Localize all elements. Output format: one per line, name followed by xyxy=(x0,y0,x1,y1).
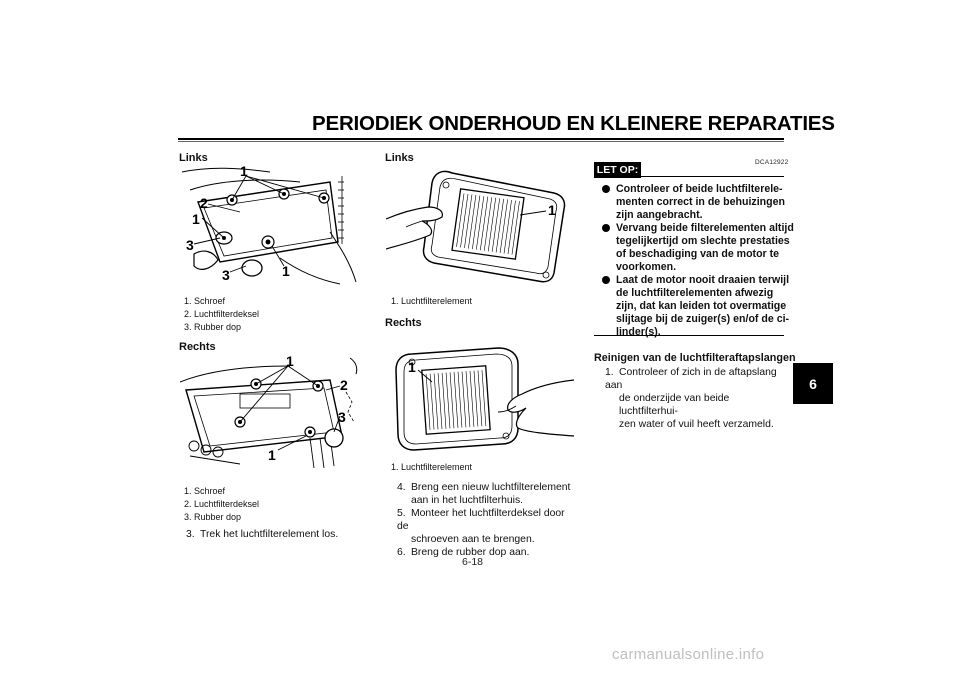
step-text: Controleer of zich in de aftapslang aan xyxy=(605,367,777,391)
step-number: 3. xyxy=(186,529,195,540)
step-5: 5.Monteer het luchtfilterdeksel door de … xyxy=(397,507,579,546)
step-text: Breng de rubber dop aan. xyxy=(411,547,530,558)
legend-item: 1. Schroef xyxy=(184,296,226,306)
page-number: 6-18 xyxy=(462,556,484,568)
notice-bullet-3: Laat de motor nooit draaien terwijl de l… xyxy=(602,274,794,339)
step-number: 4. xyxy=(397,482,406,493)
step-text: aan in het luchtfilterhuis. xyxy=(411,495,524,506)
fig2-callout-2: 2 xyxy=(340,377,348,393)
bullet-icon xyxy=(602,276,610,284)
legend-item: 2. Luchtfilterdeksel xyxy=(184,309,260,319)
fig3-legend: 1. Luchtfilterelement xyxy=(391,295,472,308)
fig3-callout-1: 1 xyxy=(548,202,556,218)
fig1-callout-3b: 3 xyxy=(222,267,230,283)
step-number: 5. xyxy=(397,508,406,519)
watermark: carmanualsonline.info xyxy=(612,646,765,663)
bullet-line: Laat de motor nooit draaien terwijl xyxy=(616,274,790,286)
step-number: 6. xyxy=(397,547,406,558)
fig2-heading: Rechts xyxy=(179,341,216,353)
fig2-legend: 1. Schroef 2. Luchtfilterdeksel 3. Rubbe… xyxy=(184,485,259,524)
step-text: de onderzijde van beide luchtfilterhui- xyxy=(619,393,730,417)
bullet-line: linder(s). xyxy=(616,326,661,338)
step-3: 3. Trek het luchtfilterelement los. xyxy=(186,528,338,541)
air-filter-element-left-illustration: 1 xyxy=(386,163,572,285)
step-list-middle: 4. Breng een nieuw luchtfilterelement aan… xyxy=(397,481,579,559)
step-text: Breng een nieuw luchtfilterelement xyxy=(411,482,571,493)
fig1-callout-3a: 3 xyxy=(186,237,194,253)
bullet-line: menten correct in de behuizingen xyxy=(616,196,785,208)
fig4-callout-1: 1 xyxy=(408,359,416,375)
page-title: PERIODIEK ONDERHOUD EN KLEINERE REPARATI… xyxy=(312,112,835,135)
bullet-line: slijtage bij de zuiger(s) en/of de ci- xyxy=(616,313,790,325)
step-text: schroeven aan te brengen. xyxy=(411,534,535,545)
bullet-line: of beschadiging van de motor te xyxy=(616,248,780,260)
fig1-callout-1c: 1 xyxy=(282,263,290,279)
legend-item: 1. Schroef xyxy=(184,486,226,496)
air-filter-element-right-illustration: 1 xyxy=(386,340,576,458)
legend-item: 3. Rubber dop xyxy=(184,322,242,332)
step-1-right: 1.Controleer of zich in de aftapslang aa… xyxy=(605,366,789,431)
fig3-heading: Links xyxy=(385,152,414,164)
notice-end-rule xyxy=(594,335,784,336)
fig1-callout-2: 2 xyxy=(200,195,208,211)
fig4-legend: 1. Luchtfilterelement xyxy=(391,461,472,474)
bullet-line: voorkomen. xyxy=(616,261,677,273)
legend-item: 1. Luchtfilterelement xyxy=(391,462,473,472)
header-rule-thin xyxy=(178,141,784,142)
fig1-callout-1a: 1 xyxy=(240,163,248,179)
fig1-callout-1b: 1 xyxy=(192,211,200,227)
notice-rule xyxy=(641,176,784,177)
step-6: 6. Breng de rubber dop aan. xyxy=(397,546,579,559)
fig2-callout-1b: 1 xyxy=(268,447,276,463)
step-text: Trek het luchtfilterelement los. xyxy=(200,529,339,540)
bullet-icon xyxy=(602,224,610,232)
legend-item: 3. Rubber dop xyxy=(184,512,242,522)
fig1-heading: Links xyxy=(179,152,208,164)
bullet-line: de luchtfilterelementen afwezig xyxy=(616,287,774,299)
air-filter-cover-right-illustration: 1 2 3 1 xyxy=(180,352,360,474)
bullet-line: zijn aangebracht. xyxy=(616,209,703,221)
air-filter-cover-left-illustration: 1 2 1 3 3 1 xyxy=(180,162,358,286)
bullet-line: zijn, dat kan leiden tot overmatige xyxy=(616,300,787,312)
notice-bullets: Controleer of beide luchtfilterele- ment… xyxy=(602,183,794,339)
step-4: 4. Breng een nieuw luchtfilterelement aan… xyxy=(397,481,579,507)
notice-label: LET OP: xyxy=(594,162,641,178)
header-rule xyxy=(178,138,784,140)
fig2-callout-3: 3 xyxy=(338,409,346,425)
fig4-heading: Rechts xyxy=(385,317,422,329)
legend-item: 1. Luchtfilterelement xyxy=(391,296,473,306)
section-heading: Reinigen van de luchtfilteraftapslangen xyxy=(594,352,796,364)
bullet-icon xyxy=(602,185,610,193)
fig2-callout-1a: 1 xyxy=(286,353,294,369)
bullet-line: Controleer of beide luchtfilterele- xyxy=(616,183,783,195)
legend-item: 2. Luchtfilterdeksel xyxy=(184,499,260,509)
step-number: 1. xyxy=(605,367,614,378)
document-code: DCA12922 xyxy=(755,159,789,166)
bullet-line: Vervang beide filterelementen altijd xyxy=(616,222,794,234)
bullet-line: tegelijkertijd om slechte prestaties xyxy=(616,235,790,247)
fig1-legend: 1. Schroef 2. Luchtfilterdeksel 3. Rubbe… xyxy=(184,295,259,334)
chapter-tab[interactable]: 6 xyxy=(793,363,833,404)
notice-bullet-1: Controleer of beide luchtfilterele- ment… xyxy=(602,183,794,222)
notice-bullet-2: Vervang beide filterelementen altijd teg… xyxy=(602,222,794,274)
step-text: Monteer het luchtfilterdeksel door de xyxy=(397,508,565,532)
step-text: zen water of vuil heeft verzameld. xyxy=(619,419,774,430)
